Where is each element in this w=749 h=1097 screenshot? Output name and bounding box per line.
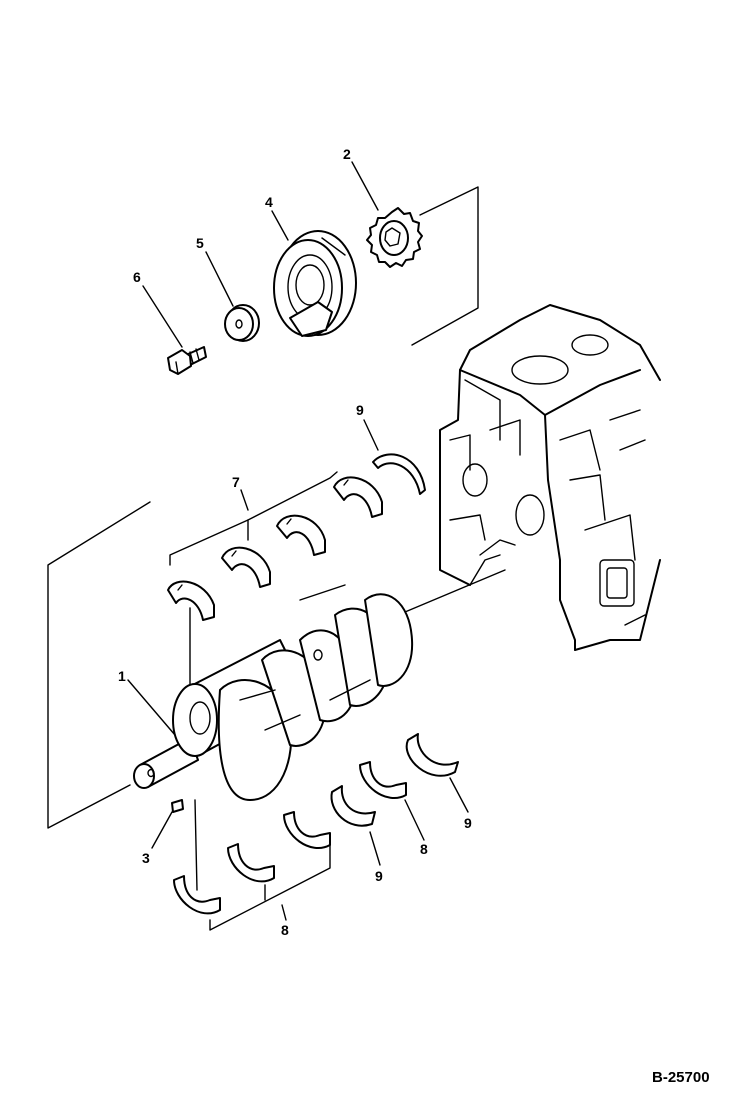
- figure-number: B-25700: [652, 1069, 710, 1086]
- callout-9-thrust-right: 9: [464, 815, 472, 831]
- leader-lines: [127, 161, 469, 921]
- callout-labels: 2 4 5 6 9 7 1 3 8 9 8 9 B-25700: [118, 146, 710, 1086]
- bolt-icon: [167, 346, 207, 375]
- engine-block-icon: [439, 304, 661, 651]
- assembly-bracket-lines: [47, 186, 506, 931]
- callout-4: 4: [265, 194, 273, 210]
- callout-3: 3: [142, 850, 150, 866]
- washer-icon: [224, 304, 260, 342]
- crankshaft-icon: [133, 584, 414, 801]
- pin-icon: [171, 799, 184, 813]
- callout-5: 5: [196, 235, 204, 251]
- callout-6: 6: [133, 269, 141, 285]
- upper-bearing-icon: [167, 476, 383, 621]
- callout-9-thrust-lower: 9: [375, 868, 383, 884]
- callout-8-lower-bearings: 8: [281, 922, 289, 938]
- thrust-washer-icon: [330, 453, 459, 827]
- callout-8-lower-bearing: 8: [420, 841, 428, 857]
- callout-9-thrust-upper: 9: [356, 402, 364, 418]
- callout-2: 2: [343, 146, 351, 162]
- gear-icon: [366, 207, 423, 268]
- callout-1: 1: [118, 668, 126, 684]
- lower-bearing-icon: [173, 761, 407, 915]
- pulley-icon: [273, 230, 357, 337]
- callout-7: 7: [232, 474, 240, 490]
